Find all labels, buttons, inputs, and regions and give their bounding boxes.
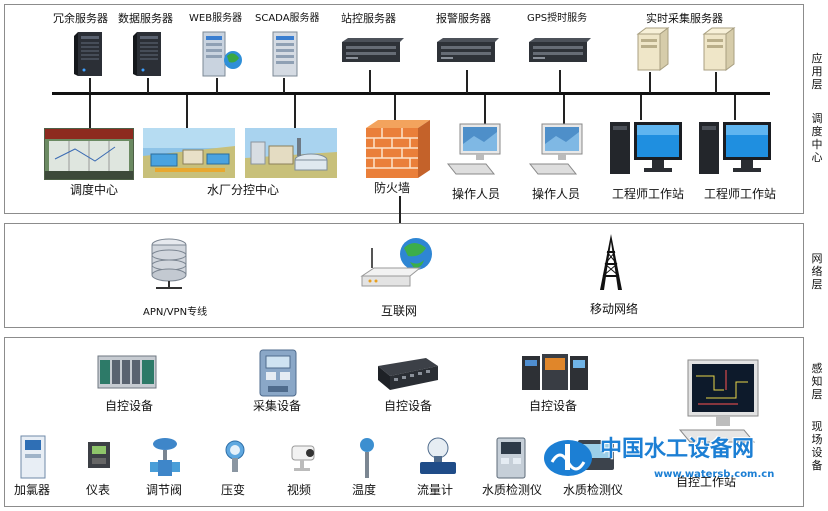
cell-tower-icon <box>596 232 626 292</box>
bus-connector <box>734 95 736 120</box>
scada-server-icon <box>269 30 303 78</box>
app-label-operator: 操作人员 <box>452 187 501 201</box>
control-label-auto-2: 自控设备 <box>384 399 433 413</box>
engineer-workstation-icon <box>608 118 688 178</box>
server-label-realtime: 实时采集服务器 <box>646 12 723 25</box>
field-label-video: 视频 <box>287 483 312 497</box>
drive-controller-icon <box>520 350 590 392</box>
field-label-instrument: 仪表 <box>86 483 111 497</box>
chlorinator-icon <box>18 434 48 480</box>
network-label-apn: APN/VPN专线 <box>143 307 208 318</box>
plc-device-icon <box>96 352 158 390</box>
server-label-data: 数据服务器 <box>118 12 173 25</box>
bus-connector <box>89 78 91 93</box>
tower-server-icon <box>72 30 106 78</box>
network-label-mobile: 移动网络 <box>590 302 639 316</box>
water-plant-scene-image <box>143 128 235 178</box>
watermark-logo <box>542 436 598 480</box>
field-label-valve: 调节阀 <box>146 483 183 497</box>
collection-device-icon <box>256 348 300 398</box>
bus-connector <box>369 70 371 93</box>
dispatch-center-image <box>44 128 134 180</box>
io-module-icon <box>374 354 440 392</box>
control-valve-icon <box>148 436 182 480</box>
network-label-internet: 互联网 <box>381 304 418 318</box>
workstation-label: 自控工作站 <box>676 475 737 489</box>
watermark-url: www.watersb.com.cn <box>654 469 775 480</box>
tower-server-icon <box>131 30 165 78</box>
field-label-water-quality: 水质检测仪 <box>563 483 624 497</box>
pc-tower-icon <box>698 26 738 72</box>
operator-pc-icon <box>446 122 506 178</box>
server-label-scada: SCADA服务器 <box>255 13 320 24</box>
web-server-icon <box>199 30 245 78</box>
server-label-web: WEB服务器 <box>189 13 243 24</box>
pressure-transmitter-icon <box>222 438 248 478</box>
rack-server-icon <box>338 34 406 64</box>
app-label-firewall: 防火墙 <box>374 181 411 195</box>
bus-connector <box>559 70 561 93</box>
app-label-plant-center: 水厂分控中心 <box>207 183 280 197</box>
field-label-flowmeter: 流量计 <box>417 483 454 497</box>
flow-meter-icon <box>418 434 458 478</box>
app-label-engineer: 工程师工作站 <box>704 187 777 201</box>
app-label-dispatch: 调度中心 <box>70 183 119 197</box>
control-label-auto-3: 自控设备 <box>529 399 578 413</box>
bus-connector <box>147 78 149 93</box>
database-icon <box>148 236 194 298</box>
field-label-chlorinator: 加氯器 <box>14 483 51 497</box>
firewall-icon <box>362 118 434 180</box>
engineer-workstation-icon <box>697 118 777 178</box>
app-label-operator: 操作人员 <box>532 187 581 201</box>
control-label-auto-1: 自控设备 <box>105 399 154 413</box>
bus-connector <box>216 78 218 93</box>
rack-server-icon <box>433 34 501 64</box>
instrument-icon <box>86 440 112 470</box>
bus-connector <box>283 78 285 93</box>
bus-connector <box>563 95 565 125</box>
bus-connector <box>715 72 717 93</box>
bus-connector <box>89 95 91 130</box>
field-label-pressure: 压变 <box>221 483 246 497</box>
field-label-temperature: 温度 <box>352 483 377 497</box>
bus-connector <box>466 70 468 93</box>
server-label-station: 站控服务器 <box>341 12 396 25</box>
water-quality-analyzer-icon <box>494 436 528 480</box>
internet-router-icon <box>358 236 438 292</box>
layer-label-dispatch: 调度中心 <box>811 112 823 164</box>
network-bus-line <box>52 92 770 95</box>
camera-icon <box>288 440 320 474</box>
operator-pc-icon <box>528 122 588 178</box>
bus-connector <box>640 95 642 120</box>
server-label-redundant: 冗余服务器 <box>53 12 108 25</box>
watermark-title: 中国水工设备网 <box>600 437 755 462</box>
temperature-sensor-icon <box>356 436 378 480</box>
bus-connector <box>186 95 188 130</box>
server-label-gps: GPS授时服务 <box>527 13 588 24</box>
control-label-collection: 采集设备 <box>253 399 302 413</box>
bus-connector <box>394 95 396 120</box>
layer-label-application: 应用层 <box>811 52 823 91</box>
bus-connector <box>649 72 651 93</box>
layer-label-field: 现场设备 <box>811 420 823 472</box>
firewall-downlink <box>399 196 401 224</box>
rack-server-icon <box>525 34 593 64</box>
bus-connector <box>294 95 296 130</box>
layer-label-sensing: 感知层 <box>811 362 823 401</box>
app-label-engineer: 工程师工作站 <box>612 187 685 201</box>
water-plant-scene-image <box>245 128 337 178</box>
pc-tower-icon <box>632 26 672 72</box>
layer-label-network: 网络层 <box>811 252 823 291</box>
field-label-water-quality: 水质检测仪 <box>482 483 543 497</box>
auto-workstation-icon <box>676 356 762 448</box>
bus-connector <box>484 95 486 125</box>
server-label-alarm: 报警服务器 <box>436 12 491 25</box>
